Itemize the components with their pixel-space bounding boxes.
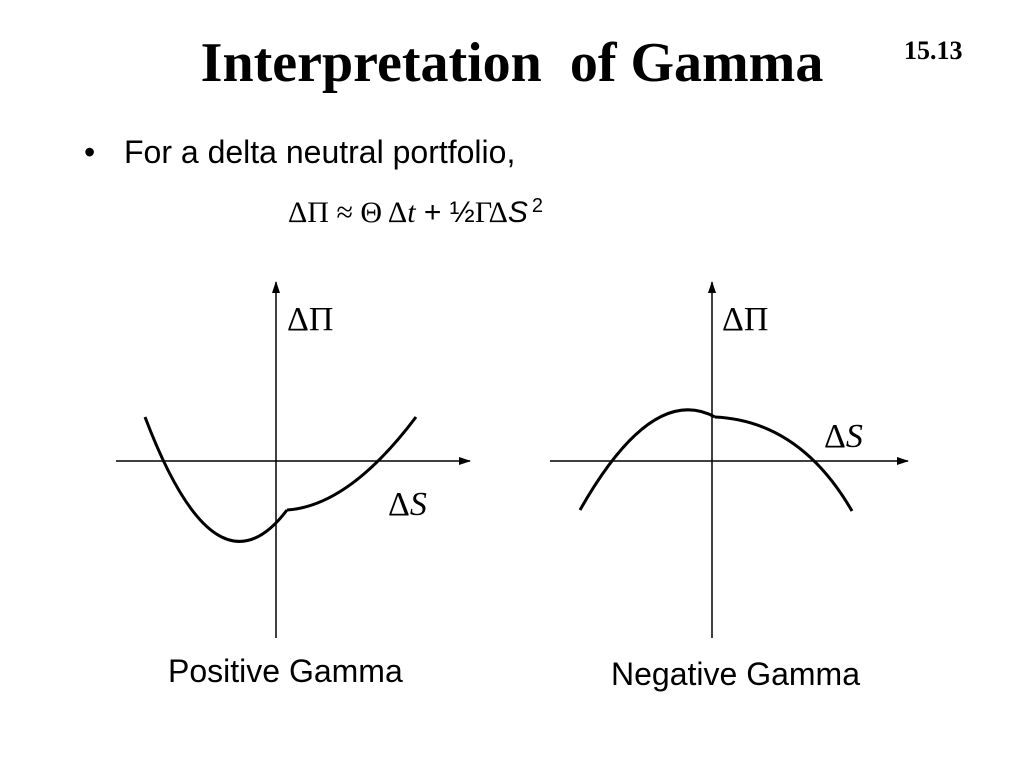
positive-gamma-diagram: ΔΠ ΔS — [116, 281, 471, 638]
positive-gamma-curve — [143, 416, 418, 543]
positive-x-label: ΔS — [388, 486, 427, 523]
slide-number: 15.13 — [904, 36, 963, 65]
negative-y-label: ΔΠ — [722, 301, 768, 338]
positive-gamma-caption: Positive Gamma — [168, 653, 403, 689]
formula-exponent: 2 — [531, 195, 544, 217]
negative-gamma-diagram: ΔΠ ΔS — [550, 281, 909, 638]
positive-y-label: ΔΠ — [287, 301, 333, 338]
formula-t: t — [407, 196, 416, 229]
bullet-text: For a delta neutral portfolio, — [124, 134, 516, 170]
bullet-item: • For a delta neutral portfolio, — [84, 130, 515, 174]
formula-s: S — [507, 196, 528, 229]
negative-gamma-caption: Negative Gamma — [611, 656, 860, 692]
bullet-symbol: • — [84, 134, 96, 170]
formula-plus: + — [415, 196, 450, 229]
negative-gamma-curve — [578, 408, 854, 512]
formula-half: ½ — [449, 196, 475, 229]
slide-title: Interpretation of Gamma — [200, 32, 824, 94]
negative-x-label: ΔS — [824, 418, 863, 455]
formula-gamma-delta: ΓΔ — [474, 196, 508, 229]
formula-lhs: ΔΠ ≈ Θ Δ — [288, 196, 408, 229]
